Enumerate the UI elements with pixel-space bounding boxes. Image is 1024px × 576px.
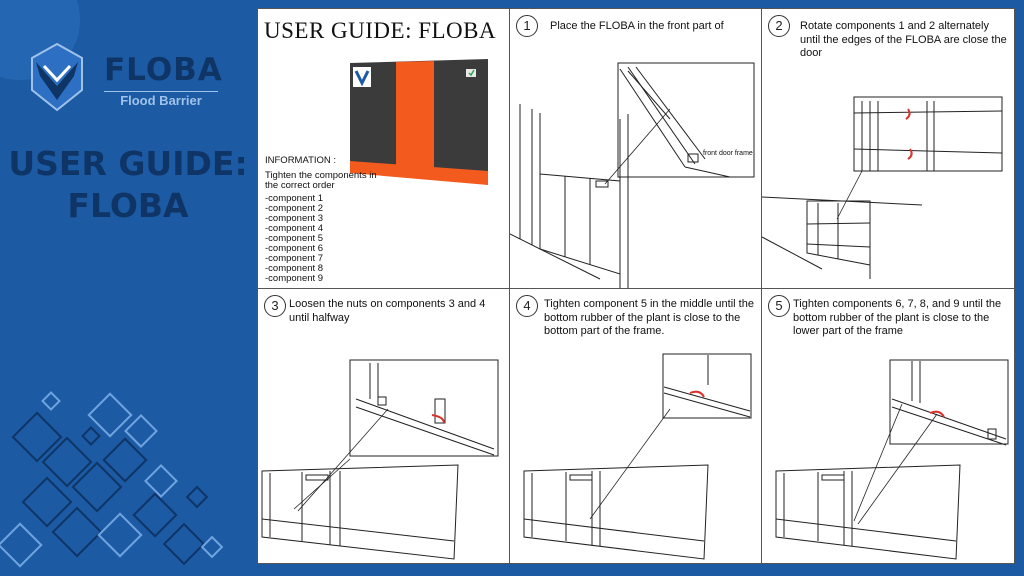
information-block: INFORMATION : Tighten the components in …: [265, 156, 385, 284]
step-5-panel: 5 Tighten components 6, 7, 8, and 9 unti…: [761, 288, 1015, 564]
side-title-line2: FLOBA: [67, 186, 189, 225]
component-item: -component 4: [265, 223, 324, 234]
info-label: INFORMATION :: [265, 155, 337, 166]
floba-barrier-render-icon: [350, 59, 488, 185]
step-2-illustration: [762, 96, 1003, 279]
step-5-illustration: [775, 359, 1009, 560]
user-guide-sheet: USER GUIDE: FLOBA INFORMATION : Tighten …: [257, 8, 1015, 564]
overview-panel: USER GUIDE: FLOBA INFORMATION : Tighten …: [257, 8, 510, 289]
step-4-illustration: [523, 353, 752, 560]
step-4-panel: 4 Tighten component 5 in the middle unti…: [509, 288, 762, 564]
step-number: 5: [768, 295, 790, 317]
step-number: 4: [516, 295, 538, 317]
brand-name: FLOBA: [104, 52, 223, 88]
step-1-illustration: front door frame: [510, 62, 755, 288]
step-2-panel: 2 Rotate components 1 and 2 alternately …: [761, 8, 1015, 289]
info-instruction: Tighten the components in the correct or…: [265, 170, 377, 191]
step-3-illustration: [261, 359, 499, 560]
side-title-line1: USER GUIDE:: [8, 144, 248, 183]
component-item: -component 3: [265, 213, 324, 224]
step-text: Loosen the nuts on components 3 and 4 un…: [289, 298, 486, 324]
step-1-panel: 1 Place the FLOBA in the front part of: [509, 8, 762, 289]
step-3-panel: 3 Loosen the nuts on components 3 and 4 …: [257, 288, 510, 564]
component-item: -component 5: [265, 233, 324, 244]
component-item: -component 8: [265, 263, 324, 274]
component-item: -component 7: [265, 253, 324, 264]
component-list: -component 1 -component 2 -component 3 -…: [265, 194, 385, 284]
brand-tagline: Flood Barrier: [104, 91, 218, 108]
step-number: 2: [768, 15, 790, 37]
guide-title: USER GUIDE: FLOBA: [264, 18, 497, 43]
component-item: -component 1: [265, 193, 324, 204]
component-item: -component 2: [265, 203, 324, 214]
step-text: Place the FLOBA in the front part of: [550, 20, 724, 32]
step-number: 3: [264, 295, 286, 317]
component-item: -component 9: [265, 273, 324, 284]
component-item: -component 6: [265, 243, 324, 254]
step-number: 1: [516, 15, 538, 37]
floba-logo-icon: [31, 42, 83, 112]
diamond-pattern-decoration: [0, 391, 224, 568]
callout-label: front door frame: [703, 150, 753, 157]
step-text: Rotate components 1 and 2 alternately un…: [800, 20, 1007, 59]
side-panel: FLOBA Flood Barrier USER GUIDE: FLOBA: [0, 0, 256, 576]
step-text: Tighten components 6, 7, 8, and 9 until …: [793, 298, 1002, 337]
side-title: USER GUIDE: FLOBA: [0, 143, 256, 227]
step-text: Tighten component 5 in the middle until …: [544, 298, 754, 337]
